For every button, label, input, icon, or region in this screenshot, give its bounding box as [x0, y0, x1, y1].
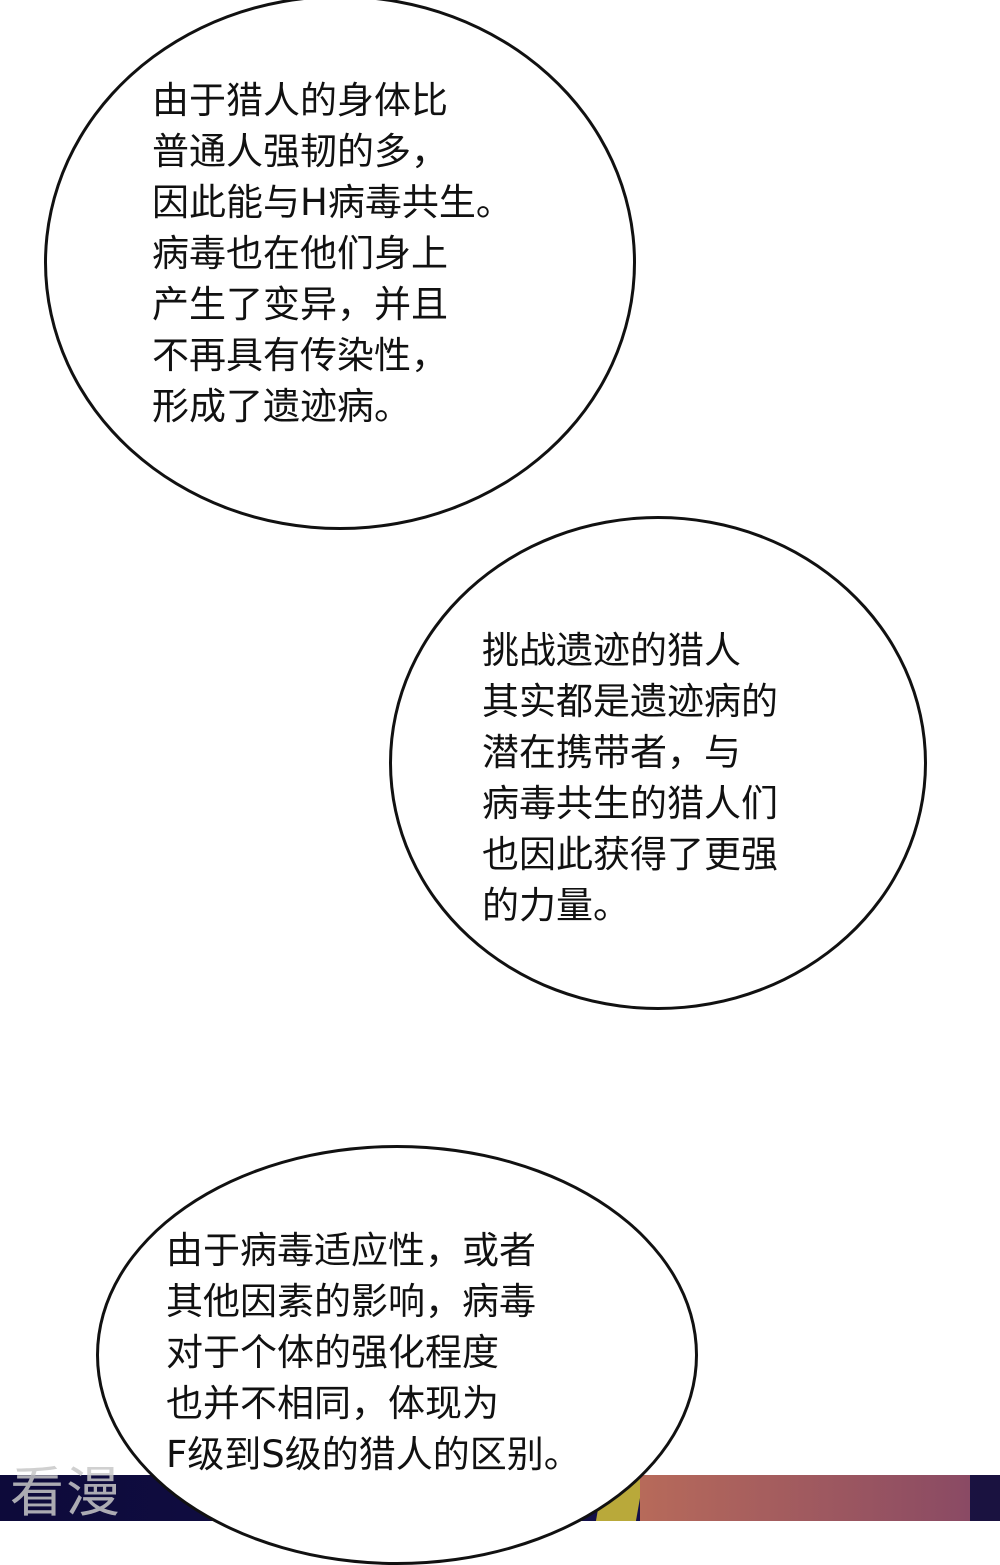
- text-line: 病毒也在他们身上: [152, 232, 448, 275]
- text-line: 由于病毒适应性，或者: [166, 1229, 536, 1272]
- bubble-1-text: 由于猎人的身体比 普通人强韧的多， 因此能与H病毒共生。 病毒也在他们身上 产生…: [152, 75, 513, 432]
- text-line: 因此能与H病毒共生。: [152, 181, 513, 224]
- text-line: 也因此获得了更强: [482, 833, 778, 876]
- bubble-3-text: 由于病毒适应性，或者 其他因素的影响，病毒 对于个体的强化程度 也并不相同，体现…: [166, 1225, 581, 1480]
- text-line: 病毒共生的猎人们: [482, 782, 778, 825]
- text-line: 也并不相同，体现为: [166, 1382, 499, 1425]
- speech-bubble-1: [44, 0, 636, 530]
- bubble-2-text: 挑战遗迹的猎人 其实都是遗迹病的 潜在携带者，与 病毒共生的猎人们 也因此获得了…: [482, 625, 778, 931]
- text-line: 不再具有传染性，: [152, 334, 448, 377]
- text-line: 其他因素的影响，病毒: [166, 1280, 536, 1323]
- text-line: F级到S级的猎人的区别。: [166, 1433, 581, 1476]
- speech-bubble-3: [96, 1145, 698, 1565]
- text-line: 其实都是遗迹病的: [482, 680, 778, 723]
- watermark: 看漫: [10, 1461, 122, 1524]
- text-line: 由于猎人的身体比: [152, 79, 448, 122]
- text-line: 对于个体的强化程度: [166, 1331, 499, 1374]
- text-line: 形成了遗迹病。: [152, 385, 411, 428]
- text-line: 挑战遗迹的猎人: [482, 629, 741, 672]
- text-line: 潜在携带者，与: [482, 731, 741, 774]
- artwork-pink-shape: [640, 1475, 970, 1521]
- text-line: 普通人强韧的多，: [152, 130, 448, 173]
- text-line: 的力量。: [482, 884, 630, 927]
- speech-bubble-2: [389, 516, 927, 1010]
- text-line: 产生了变异，并且: [152, 283, 448, 326]
